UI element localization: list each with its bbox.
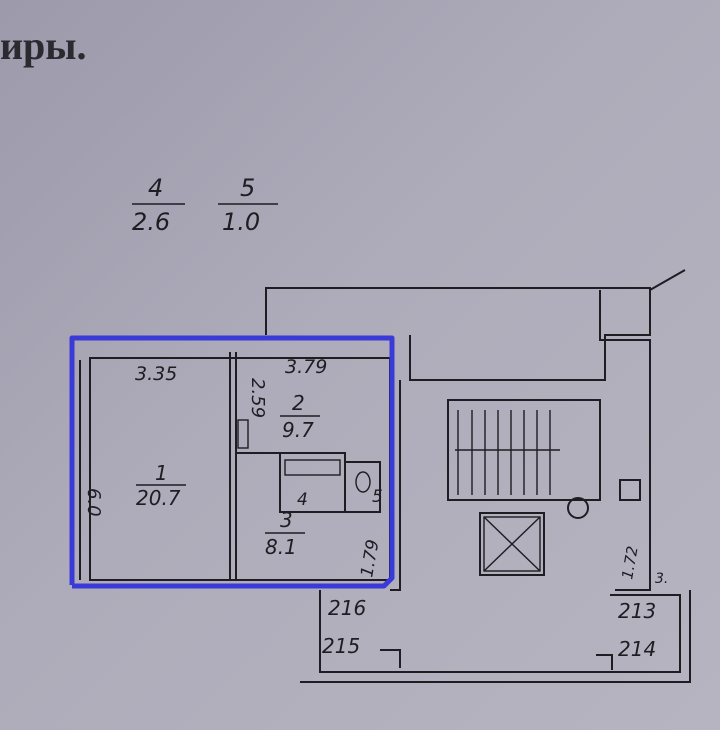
apartment-number-213: 213 <box>618 599 656 623</box>
svg-text:8.1: 8.1 <box>265 535 297 559</box>
dim-room1-depth: 6.0 <box>83 488 104 517</box>
svg-text:1.0: 1.0 <box>222 208 260 236</box>
svg-text:4: 4 <box>148 174 163 202</box>
apartment-walls <box>79 337 391 581</box>
legend-room-4: 4 2.6 <box>132 174 185 236</box>
building-walls <box>265 269 686 591</box>
dim-room2-width: 3.79 <box>285 356 327 378</box>
dim-right: 1.72 <box>618 545 642 581</box>
legend-room-5: 5 1.0 <box>218 174 278 236</box>
corridor-walls <box>300 479 691 683</box>
svg-text:1: 1 <box>155 461 168 485</box>
svg-text:9.7: 9.7 <box>282 418 314 442</box>
room-3-label: 3 8.1 <box>265 508 305 559</box>
room-2-label: 2 9.7 <box>280 391 320 442</box>
apartment-number-216: 216 <box>328 596 366 620</box>
dim-room1-width: 3.35 <box>135 363 177 385</box>
room-1-label: 1 20.7 <box>136 461 186 510</box>
dim-right-edge: 3. <box>655 571 668 587</box>
svg-text:5: 5 <box>240 174 255 202</box>
bathtub-icon <box>284 459 341 476</box>
apartment-number-214: 214 <box>618 637 656 661</box>
svg-text:2: 2 <box>292 391 305 415</box>
svg-text:20.7: 20.7 <box>136 486 181 510</box>
toilet-icon <box>355 471 371 493</box>
room-5-label: 5 <box>372 487 383 507</box>
heading-fragment: иры. <box>0 23 87 68</box>
dim-hall-width: 1.79 <box>357 538 383 579</box>
apartment-outline <box>69 335 395 589</box>
dim-room2-depth: 2.59 <box>247 378 268 418</box>
room-4-label: 4 <box>297 490 308 510</box>
elevator-icon <box>479 512 545 576</box>
wardrobe-icon <box>237 419 249 449</box>
apartment-number-215: 215 <box>322 634 360 658</box>
chute-icon <box>567 497 589 519</box>
svg-text:3: 3 <box>280 508 293 532</box>
svg-text:2.6: 2.6 <box>132 208 170 236</box>
